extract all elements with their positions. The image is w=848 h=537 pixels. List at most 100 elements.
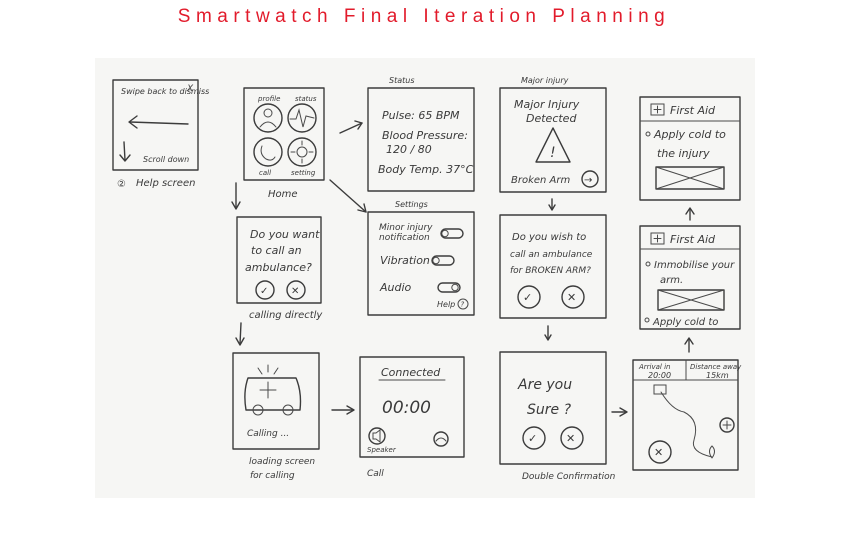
distance-value: 15km <box>706 371 729 380</box>
vibration-toggle[interactable] <box>431 255 455 266</box>
confirm-button[interactable] <box>522 426 546 450</box>
injury-call-line-3: for BROKEN ARM? <box>510 266 591 276</box>
major-injury-detected: Detected <box>526 112 577 125</box>
first-aid-2-frame <box>639 225 741 330</box>
first-aid-1-frame <box>639 96 741 201</box>
cancel-button[interactable] <box>648 440 672 464</box>
home-caption: Home <box>268 189 298 200</box>
confirm-button[interactable] <box>517 285 541 309</box>
page-title: Smartwatch Final Iteration Planning <box>177 6 671 27</box>
close-icon: ✕ <box>566 432 575 445</box>
image-placeholder-cross <box>655 166 725 190</box>
arrow-home-to-settings <box>329 179 367 213</box>
injury-name: Broken Arm <box>511 175 571 186</box>
wheel-icon <box>252 404 264 416</box>
calling-label: Calling ... <box>247 429 289 439</box>
confirm-caption: Double Confirmation <box>522 472 616 482</box>
gear-icon <box>296 146 308 158</box>
toggle-knob-icon <box>451 283 459 292</box>
status-button[interactable] <box>287 103 317 133</box>
call-question-line-3: ambulance? <box>245 261 312 274</box>
image-placeholder <box>657 289 725 311</box>
calling-caption-2: for calling <box>250 471 295 481</box>
cancel-button[interactable] <box>561 285 585 309</box>
double-confirmation-screen: Are you Sure ? ✓ ✕ Double Confirmation <box>499 351 616 482</box>
injury-call-line-2: call an ambulance <box>510 250 593 260</box>
first-aid-screen-1: First Aid Apply cold to the injury <box>639 96 741 201</box>
home-screen-frame <box>243 87 325 181</box>
scroll-down-arrow-icon <box>123 141 126 161</box>
confirm-button[interactable] <box>255 280 275 300</box>
check-icon: ✓ <box>260 286 268 297</box>
audio-label: Audio <box>379 281 412 294</box>
call-label: call <box>259 169 271 177</box>
vibration-label: Vibration <box>380 254 430 267</box>
audio-toggle[interactable] <box>437 282 461 293</box>
end-call-button[interactable] <box>433 431 449 447</box>
location-pin-icon <box>709 445 715 459</box>
call-button[interactable] <box>253 137 283 167</box>
close-icon: ✕ <box>567 291 576 304</box>
close-icon: ✕ <box>654 446 663 459</box>
arrow-head-icon <box>619 407 628 417</box>
body-temperature-reading: Body Temp. 37°C <box>378 163 474 176</box>
arrow-right-icon: → <box>584 175 592 186</box>
minor-injury-label-2: notification <box>379 233 430 243</box>
check-icon: ✓ <box>528 432 537 445</box>
arrow-head-icon <box>128 115 138 129</box>
warning-triangle-icon <box>535 127 571 163</box>
blood-pressure-value: 120 / 80 <box>386 143 432 156</box>
help-icon[interactable] <box>457 298 469 310</box>
blood-pressure-label: Blood Pressure: <box>382 129 468 142</box>
calling-frame <box>232 352 320 450</box>
help-screen-frame <box>112 79 199 171</box>
first-aid-2-title: First Aid <box>670 233 716 246</box>
setting-label: setting <box>291 169 316 177</box>
distance-label: Distance away <box>690 363 742 371</box>
status-screen: Status Pulse: 65 BPM Blood Pressure: 120… <box>367 76 475 192</box>
arrow-head-icon <box>685 207 695 215</box>
settings-button[interactable] <box>287 137 317 167</box>
cancel-button[interactable] <box>286 280 306 300</box>
call-question-line-1: Do you want <box>250 228 320 241</box>
help-screen-caption: Help screen <box>136 178 195 189</box>
first-aid-kit-icon <box>650 103 665 116</box>
toggle-knob-icon <box>441 229 449 238</box>
major-injury-screen: Major injury Major Injury Detected ! Bro… <box>499 76 607 193</box>
profile-button[interactable] <box>253 103 283 133</box>
cancel-button[interactable] <box>560 426 584 450</box>
ambulance-icon <box>244 377 302 411</box>
injury-call-line-1: Do you wish to <box>512 232 586 243</box>
call-ambulance-injury-frame <box>499 214 607 319</box>
map-screen: Arrival in 20:00 Distance away 15km ✕ <box>632 359 742 471</box>
settings-caption: Settings <box>395 200 428 209</box>
image-placeholder <box>655 166 725 190</box>
profile-icon-body <box>259 121 277 128</box>
minor-injury-toggle[interactable] <box>440 228 464 239</box>
calling-caption-1: loading screen <box>249 457 315 467</box>
close-icon[interactable]: X <box>186 84 194 94</box>
profile-icon <box>263 108 273 118</box>
heartbeat-icon <box>289 108 315 128</box>
connected-screen: Connected 00:00 Speaker Call <box>359 356 465 479</box>
cross-icon <box>722 420 732 430</box>
profile-label: profile <box>257 95 280 103</box>
warning-exclaim: ! <box>550 145 556 161</box>
speaker-button[interactable] <box>368 427 386 445</box>
next-button[interactable] <box>581 170 599 188</box>
hospital-marker-icon <box>719 417 735 433</box>
speaker-label: Speaker <box>367 446 397 454</box>
call-ambulance-screen: Do you want to call an ambulance? ✓ ✕ ca… <box>236 216 323 321</box>
calling-directly-note: calling directly <box>249 310 323 321</box>
cross-icon <box>653 105 662 114</box>
first-aid-kit-icon <box>650 232 665 245</box>
scroll-down-text: Scroll down <box>143 155 189 164</box>
swipe-left-arrow-icon <box>129 121 189 125</box>
speaker-icon <box>372 429 381 443</box>
flow-arrows <box>231 120 695 417</box>
arrow-home-to-status <box>339 122 363 134</box>
first-aid-1-step-2: the injury <box>657 147 710 160</box>
help-link[interactable]: Help <box>437 300 455 309</box>
sketch-paper <box>95 58 755 498</box>
arrow-head-icon <box>235 337 245 346</box>
